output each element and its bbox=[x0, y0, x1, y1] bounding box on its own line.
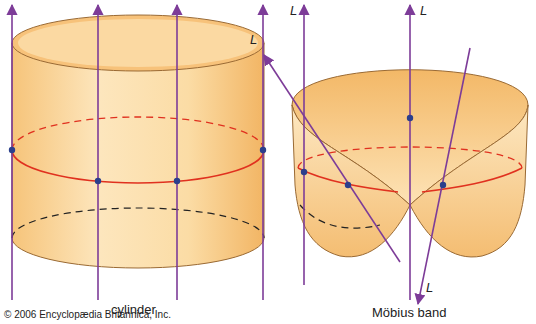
line-label: L bbox=[420, 4, 427, 17]
copyright-notice: © 2006 Encyclopædia Britannica, Inc. bbox=[4, 310, 171, 320]
line-label: L bbox=[290, 4, 297, 17]
cylinder-dots bbox=[9, 147, 266, 184]
cylinder-figure bbox=[12, 15, 264, 268]
mobius-dots bbox=[301, 115, 446, 188]
line-label: L bbox=[250, 33, 257, 46]
line-label: L bbox=[426, 281, 433, 294]
figure-caption: Möbius band bbox=[372, 306, 446, 319]
mobius-lines bbox=[264, 5, 470, 304]
cylinder-lines bbox=[12, 5, 263, 300]
